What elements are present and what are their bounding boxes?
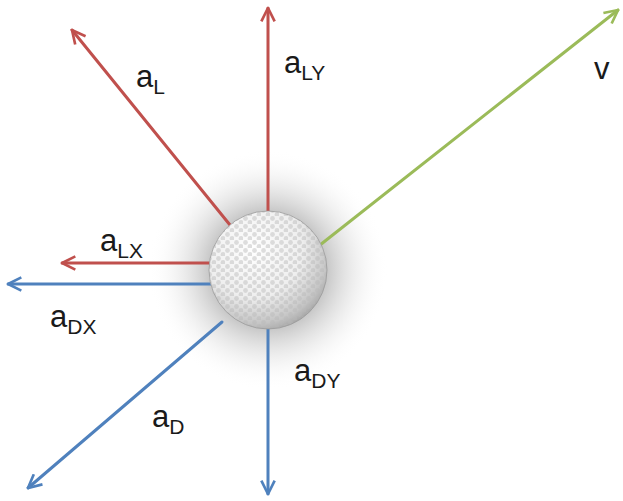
- vector-label: aL: [136, 58, 165, 99]
- vector-label-holder: aDX: [50, 298, 96, 339]
- drag-x-vector: [8, 283, 212, 286]
- vector-label-holder: aLY: [284, 44, 325, 85]
- lift-y-vector: [267, 8, 270, 215]
- vector-label: aD: [152, 398, 184, 439]
- vector-label: aLX: [100, 222, 143, 263]
- vector-label: aDX: [50, 298, 96, 339]
- vector-label-holder: aLX: [100, 222, 143, 263]
- ball-outline: [209, 211, 327, 329]
- vector-label: v: [594, 50, 610, 91]
- vector-label-holder: v: [594, 50, 610, 91]
- vector-label: aLY: [284, 44, 325, 85]
- vector-label: aDY: [294, 352, 340, 393]
- lift-vector: [72, 30, 230, 225]
- vector-label-holder: aD: [152, 398, 184, 439]
- ball-dimples: [205, 207, 331, 333]
- velocity-vector: [320, 10, 618, 245]
- drag-vector: [28, 322, 222, 488]
- vector-label-holder: aL: [136, 58, 165, 99]
- vector-label-holder: aDY: [294, 352, 340, 393]
- drag-y-vector: [267, 325, 270, 494]
